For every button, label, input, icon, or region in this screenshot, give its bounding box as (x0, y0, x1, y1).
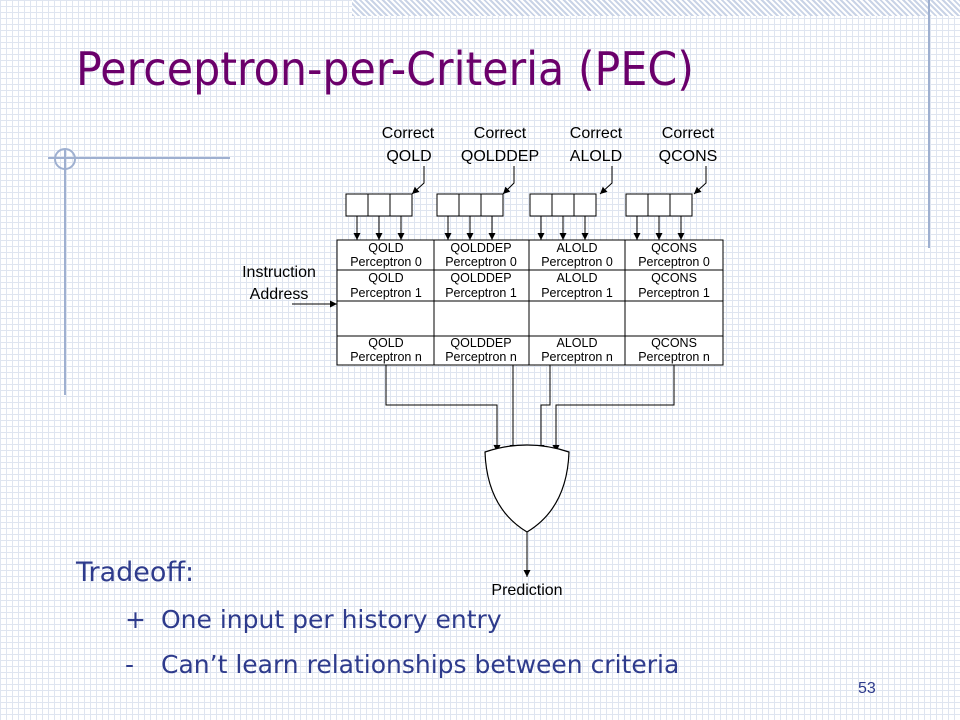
tradeoff-item-pro: + One input per history entry (125, 605, 502, 634)
or-gate (484, 444, 570, 533)
tradeoff-item-text: One input per history entry (161, 605, 502, 634)
cell-perceptron-label: Perceptron n (638, 350, 710, 364)
cell-criteria-name: QCONS (651, 241, 697, 255)
table-column-qold: QOLD Perceptron 0 QOLD Perceptron 1 QOLD… (350, 241, 422, 364)
cell-perceptron-label: Perceptron 1 (541, 286, 613, 300)
cell-perceptron-label: Perceptron n (541, 350, 613, 364)
input-label-line1: Correct (662, 125, 715, 142)
tradeoff-item-con: -Can’t learn relationships between crite… (125, 650, 679, 679)
cell-criteria-name: ALOLD (557, 336, 598, 350)
decorative-horizontal-line (48, 157, 230, 159)
cell-perceptron-label: Perceptron 0 (350, 255, 422, 269)
address-label-line2: Address (250, 286, 309, 303)
cell-criteria-name: QOLD (368, 241, 403, 255)
decorative-top-band (352, 0, 960, 16)
cell-perceptron-label: Perceptron 0 (445, 255, 517, 269)
bullet-minus-symbol: - (125, 650, 135, 679)
cell-criteria-name: QOLDDEP (450, 241, 511, 255)
bullet-plus-symbol: + (125, 605, 146, 634)
output-wire-qold (385, 365, 501, 452)
input-label-qcons: Correct QCONS (659, 125, 718, 165)
input-label-line2: ALOLD (570, 148, 622, 165)
input-label-line2: QCONS (659, 148, 718, 165)
prediction-label: Prediction (491, 582, 562, 599)
input-label-line1: Correct (570, 125, 623, 142)
slide-title: Perceptron-per-Criteria (PEC) (76, 42, 694, 96)
perceptron-table (336, 239, 724, 366)
decorative-vertical-line-left (64, 150, 66, 395)
cell-criteria-name: ALOLD (557, 271, 598, 285)
decorative-circle (54, 148, 76, 170)
tradeoff-heading: Tradeoff: (76, 557, 195, 588)
cell-perceptron-label: Perceptron 0 (541, 255, 613, 269)
cell-criteria-name: QOLDDEP (450, 271, 511, 285)
cell-perceptron-label: Perceptron n (445, 350, 517, 364)
cell-perceptron-label: Perceptron 1 (350, 286, 422, 300)
history-register-qold (345, 193, 413, 217)
input-feed-arrow (599, 166, 613, 195)
decorative-vertical-line-right (928, 0, 930, 248)
history-register-alold (529, 193, 597, 217)
tradeoff-item-text: Can’t learn relationships between criter… (161, 650, 680, 679)
cell-perceptron-label: Perceptron n (350, 350, 422, 364)
instruction-address-label: Instruction Address (242, 264, 316, 303)
input-label-line1: Correct (474, 125, 527, 142)
input-label-line1: Correct (382, 125, 435, 142)
cell-perceptron-label: Perceptron 1 (638, 286, 710, 300)
cell-perceptron-label: Perceptron 0 (638, 255, 710, 269)
cell-criteria-name: QOLD (368, 336, 403, 350)
cell-criteria-name: QCONS (651, 271, 697, 285)
history-register-qolddep (436, 193, 504, 217)
cell-criteria-name: QCONS (651, 336, 697, 350)
input-label-line2: QOLD (386, 148, 431, 165)
address-label-line1: Instruction (242, 264, 316, 281)
input-label-qolddep: Correct QOLDDEP (461, 125, 539, 165)
input-feed-arrow (693, 166, 707, 195)
table-column-qcons: QCONS Perceptron 0 QCONS Perceptron 1 QC… (638, 241, 710, 364)
table-column-alold: ALOLD Perceptron 0 ALOLD Perceptron 1 AL… (541, 241, 613, 364)
table-column-qolddep: QOLDDEP Perceptron 0 QOLDDEP Perceptron … (445, 241, 517, 364)
output-wire-alold (537, 365, 551, 452)
cell-criteria-name: ALOLD (557, 241, 598, 255)
input-label-line2: QOLDDEP (461, 148, 539, 165)
input-label-qold: Correct QOLD (382, 125, 435, 165)
history-register-qcons (625, 193, 693, 217)
cell-criteria-name: QOLD (368, 271, 403, 285)
page-number: 53 (858, 680, 876, 697)
output-wire-qcons (552, 365, 675, 452)
input-feed-arrow (502, 166, 515, 195)
input-feed-arrow (411, 166, 425, 195)
cell-perceptron-label: Perceptron 1 (445, 286, 517, 300)
input-label-alold: Correct ALOLD (570, 125, 623, 165)
cell-criteria-name: QOLDDEP (450, 336, 511, 350)
